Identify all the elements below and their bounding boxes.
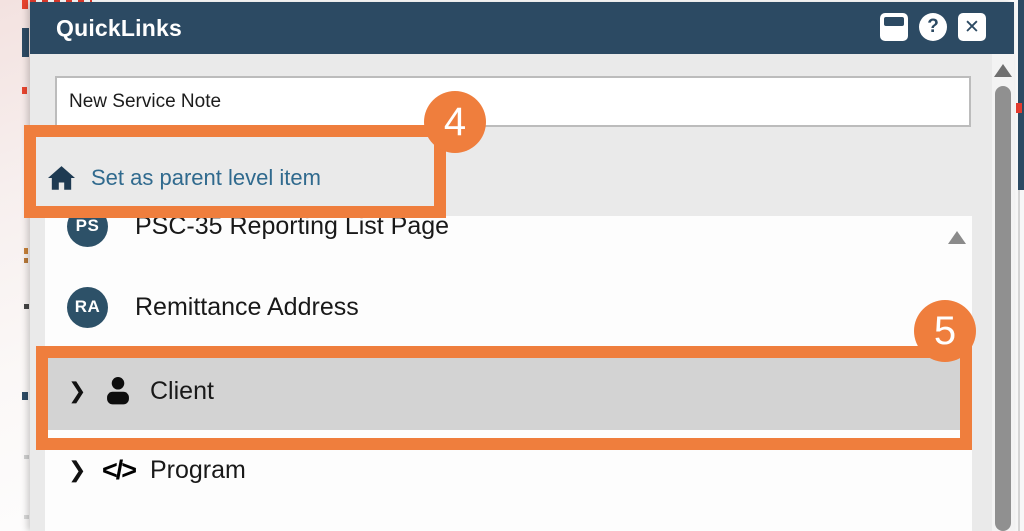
set-parent-level-button[interactable]: Set as parent level item (48, 155, 428, 201)
annotation-badge-step4: 4 (424, 91, 486, 153)
list-scroll-up-icon[interactable] (948, 231, 966, 244)
list-item-label: Program (150, 455, 246, 484)
window-bar (884, 17, 904, 26)
backdrop-speck (24, 258, 28, 263)
list-item-label: PSC-35 Reporting List Page (135, 216, 450, 240)
close-glyph: ✕ (964, 16, 980, 38)
backdrop-speck (1016, 103, 1022, 113)
home-icon (48, 165, 75, 190)
backdrop-speck (1018, 0, 1024, 190)
page-backdrop-left (0, 0, 30, 531)
backdrop-speck (1018, 190, 1020, 531)
code-icon: </> (102, 454, 137, 485)
annotation-box-step4 (24, 125, 446, 218)
backdrop-speck (24, 248, 28, 254)
backdrop-speck (24, 304, 29, 309)
dialog-titlebar: QuickLinks ? ✕ (30, 2, 1014, 54)
backdrop-speck (24, 455, 29, 459)
backdrop-dashed-edge (30, 0, 92, 2)
list-item-program[interactable]: ❯ </> Program (45, 445, 972, 495)
avatar: RA (67, 286, 108, 328)
link-name-input[interactable] (55, 76, 971, 127)
chevron-right-icon[interactable]: ❯ (68, 378, 87, 403)
list-item-label: Remittance Address (135, 292, 359, 321)
list-item-client[interactable]: ❯ Client (45, 352, 972, 430)
list-item-label: Client (150, 376, 214, 405)
help-glyph: ? (927, 16, 939, 37)
titlebar-buttons: ? ✕ (880, 13, 986, 41)
backdrop-speck (22, 87, 27, 94)
annotation-badge-step5: 5 (914, 300, 976, 362)
dialog-title: QuickLinks (56, 14, 182, 41)
scroll-up-icon[interactable] (994, 64, 1012, 77)
list-item-remittance-address[interactable]: RA Remittance Address (45, 282, 972, 332)
list-item-psc35[interactable]: PS PSC-35 Reporting List Page (45, 216, 972, 251)
chevron-right-icon[interactable]: ❯ (68, 457, 87, 482)
help-icon[interactable]: ? (919, 13, 947, 41)
backdrop-speck (22, 28, 29, 57)
annotation-box-step5 (36, 346, 972, 450)
person-icon (102, 375, 150, 407)
minimize-window-icon[interactable] (880, 13, 908, 41)
avatar: PS (67, 216, 108, 247)
dialog-scrollbar[interactable] (992, 54, 1014, 531)
scrollbar-thumb[interactable] (995, 86, 1011, 531)
backdrop-speck (24, 515, 29, 519)
backdrop-speck (22, 392, 28, 400)
set-parent-level-label: Set as parent level item (91, 165, 321, 190)
page-backdrop-right (1014, 0, 1024, 531)
backdrop-speck (22, 0, 28, 9)
close-icon[interactable]: ✕ (958, 13, 986, 41)
quicklinks-list: PS PSC-35 Reporting List Page RA Remitta… (45, 216, 972, 531)
